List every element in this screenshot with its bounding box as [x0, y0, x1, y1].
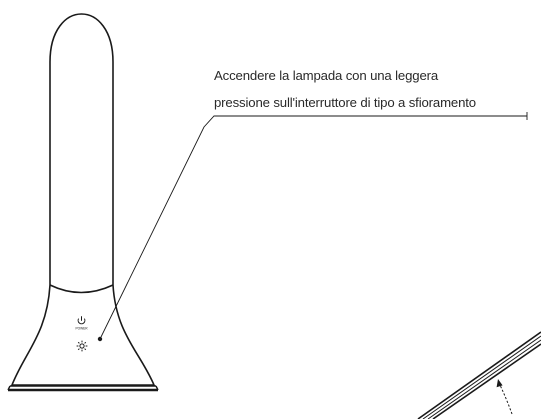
power-icon	[77, 316, 86, 325]
lamp-base-plate-right	[155, 385, 159, 391]
lamp-arm-bottom-edge	[49, 284, 114, 294]
rotation-arrow	[496, 379, 513, 415]
lamp-arm	[49, 13, 114, 285]
lamp-base	[10, 284, 156, 386]
callout-text-line-1: Accendere la lampada con una leggera	[214, 68, 439, 83]
callout-leader-line	[100, 115, 527, 338]
callout-target-dot	[97, 336, 103, 342]
power-label: POWER	[75, 327, 88, 331]
brightness-sun-icon	[76, 340, 88, 352]
tilted-lamp-partial	[417, 331, 541, 419]
callout-text-line-2: pressione sull'interruttore di tipo a sf…	[214, 95, 476, 110]
lamp-base-plate-left	[7, 385, 11, 391]
